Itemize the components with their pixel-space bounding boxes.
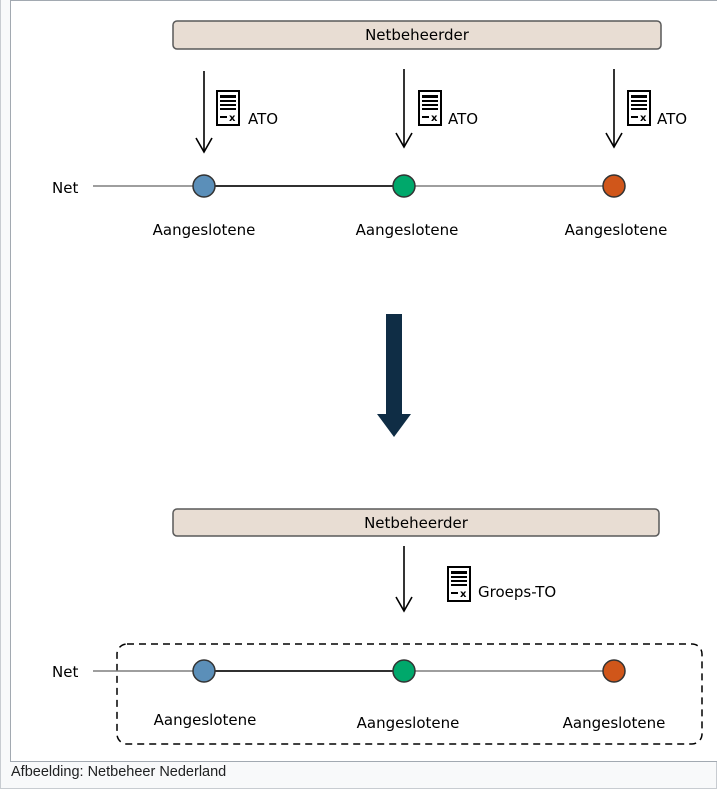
down-arrow-icon xyxy=(395,546,413,613)
node-label: Aangeslotene xyxy=(154,711,257,729)
document-icon xyxy=(627,90,651,126)
node-label: Aangeslotene xyxy=(153,221,256,239)
group-contract-label: Groeps-TO xyxy=(478,583,556,601)
document-icon xyxy=(418,90,442,126)
diagram-svg: x Netbeheerder A xyxy=(52,20,703,745)
node-green-bottom xyxy=(392,659,416,683)
node-label: Aangeslotene xyxy=(565,221,668,239)
figure-caption: Afbeelding: Netbeheer Nederland xyxy=(11,764,227,780)
down-arrow-icon xyxy=(395,69,413,149)
node-green-top xyxy=(392,174,416,198)
node-label: Aangeslotene xyxy=(357,714,460,732)
down-arrow-icon xyxy=(605,69,623,149)
group-boundary xyxy=(116,643,703,745)
operator-box-top xyxy=(172,20,662,50)
node-orange-bottom xyxy=(602,659,626,683)
operator-label-top: Netbeheerder xyxy=(365,26,470,44)
contract-label: ATO xyxy=(657,110,687,128)
node-label: Aangeslotene xyxy=(356,221,459,239)
down-arrow-icon xyxy=(195,71,213,154)
document-icon xyxy=(447,566,471,602)
diagram-panel: x Netbeheerder A xyxy=(10,0,717,762)
node-label: Aangeslotene xyxy=(563,714,666,732)
transition-arrow xyxy=(377,314,411,437)
grid-label-top: Net xyxy=(52,179,78,197)
node-blue-bottom xyxy=(192,659,216,683)
contract-label: ATO xyxy=(448,110,478,128)
operator-box-bottom xyxy=(172,508,660,537)
node-orange-top xyxy=(602,174,626,198)
operator-label-bottom: Netbeheerder xyxy=(364,514,469,532)
grid-label-bottom: Net xyxy=(52,663,78,681)
document-icon xyxy=(216,90,240,126)
contract-label: ATO xyxy=(248,110,278,128)
node-blue-top xyxy=(192,174,216,198)
